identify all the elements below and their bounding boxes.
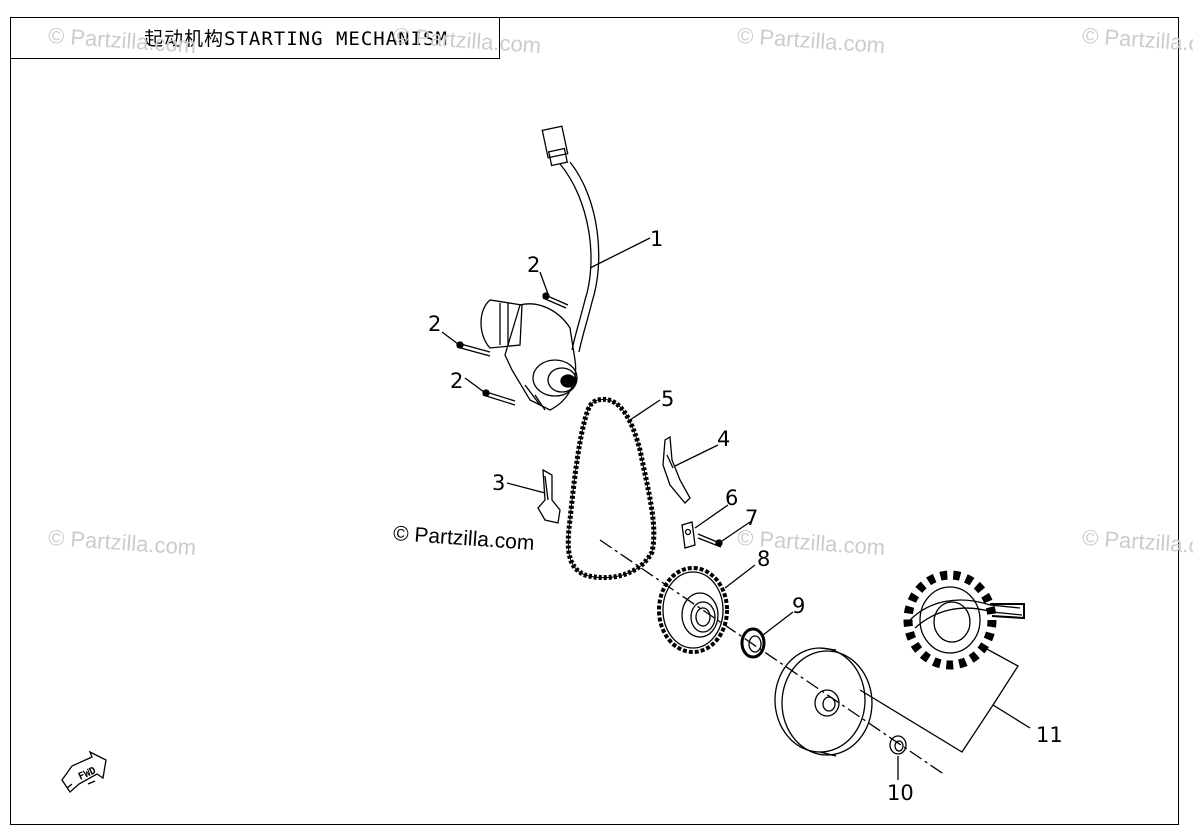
callout-5: 5 [661, 387, 674, 411]
callout-3: 3 [492, 471, 505, 495]
callout-11: 11 [1036, 723, 1063, 747]
bolt [456, 341, 491, 357]
callout-2: 2 [527, 253, 540, 277]
callout-10: 10 [887, 781, 914, 805]
callout-2: 2 [428, 312, 441, 336]
callout-4: 4 [717, 427, 730, 451]
chain-guide [537, 468, 561, 524]
title-block [10, 17, 500, 59]
fwd-label: FWD [77, 765, 98, 783]
callout-6: 6 [725, 486, 738, 510]
callout-8: 8 [757, 547, 770, 571]
bolt [697, 533, 723, 548]
flywheel [774, 647, 873, 757]
starter-motor [480, 125, 600, 411]
callout-9: 9 [792, 594, 805, 618]
chain [565, 396, 657, 581]
callout-1: 1 [650, 227, 663, 251]
drawing-frame [10, 17, 1179, 825]
callout-2: 2 [450, 369, 463, 393]
starter-sprocket [657, 566, 729, 654]
chain-guide [662, 435, 691, 504]
bolt [542, 292, 569, 309]
bolt [482, 389, 516, 406]
diagram-title: 起动机构STARTING MECHANISM [144, 28, 448, 50]
stator [903, 570, 1025, 670]
seal [740, 627, 766, 659]
callout-7: 7 [745, 506, 758, 530]
fwd-arrow-icon [61, 750, 107, 793]
nut [889, 735, 907, 755]
washer [681, 521, 696, 549]
